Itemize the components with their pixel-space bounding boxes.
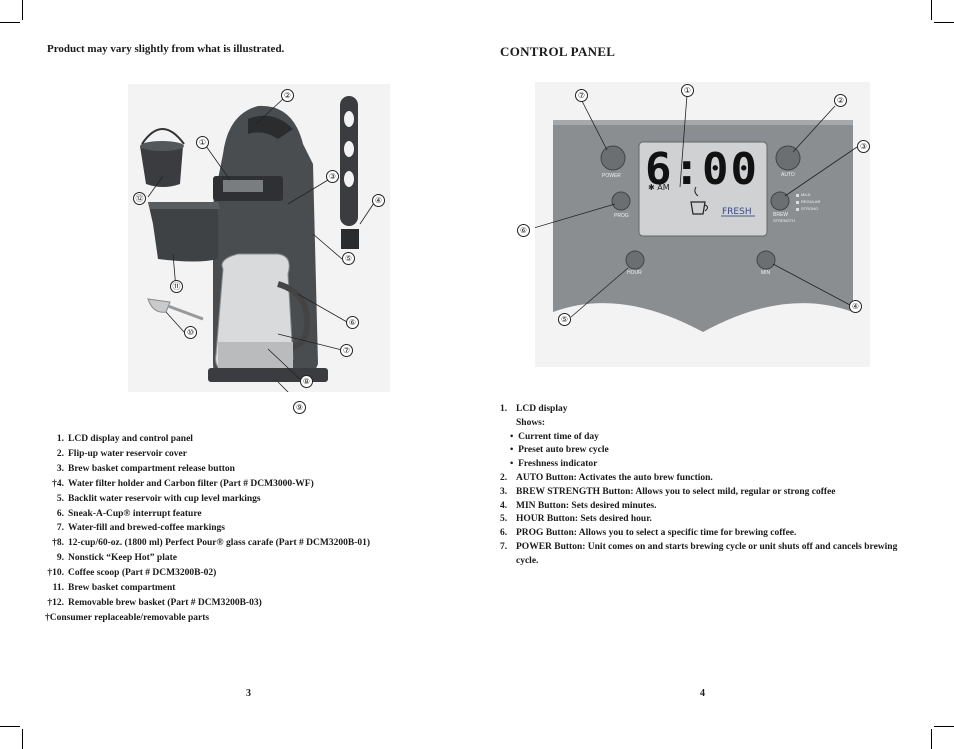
page-number: 4 bbox=[700, 688, 705, 699]
list-item: †8.12-cup/60-oz. (1800 ml) Perfect Pour®… bbox=[52, 538, 371, 549]
control-panel-drawing bbox=[526, 94, 858, 332]
callout-4: ④ bbox=[849, 300, 862, 313]
list-item: 9.Nonstick “Keep Hot” plate bbox=[56, 553, 177, 564]
lcd-fresh-indicator: FRESH bbox=[722, 207, 752, 217]
list-item: 2.AUTO Button: Activates the auto brew f… bbox=[500, 472, 713, 483]
callout-1: ① bbox=[196, 136, 209, 149]
hour-label: HOUR bbox=[627, 270, 642, 276]
crop-mark bbox=[934, 22, 954, 23]
callout-5: ⑤ bbox=[342, 252, 355, 265]
callout-1: ① bbox=[681, 84, 694, 97]
control-panel-list: 1.LCD display Shows: • Current time of d… bbox=[500, 403, 920, 569]
min-label: MIN bbox=[761, 270, 771, 276]
callout-9: ⑨ bbox=[293, 401, 306, 414]
crop-mark bbox=[931, 729, 932, 749]
list-bullet: • Preset auto brew cycle bbox=[510, 445, 609, 456]
strength-mild: MILD bbox=[801, 192, 811, 197]
illustration-note: Product may vary slightly from what is i… bbox=[47, 43, 285, 55]
callout-6: ⑥ bbox=[346, 316, 359, 329]
list-subheading: Shows: bbox=[516, 417, 546, 428]
callout-4: ④ bbox=[372, 194, 385, 207]
list-item: 3.BREW STRENGTH Button: Allows you to se… bbox=[500, 486, 836, 497]
callout-6: ⑥ bbox=[517, 224, 530, 237]
prog-label: PROG bbox=[614, 213, 629, 219]
callout-3: ③ bbox=[326, 170, 339, 183]
list-item: 5.Backlit water reservoir with cup level… bbox=[56, 493, 261, 504]
list-item: 6.PROG Button: Allows you to select a sp… bbox=[500, 528, 797, 539]
list-item: †4.Water filter holder and Carbon filter… bbox=[52, 478, 314, 489]
list-item: †10.Coffee scoop (Part # DCM3200B-02) bbox=[47, 568, 217, 579]
callout-8: ⑧ bbox=[300, 375, 313, 388]
coffeemaker-illustration: ② ① ③ ④ ⑤ ⑥ ⑦ ⑧ ⑩ ⑪ ⑫ bbox=[128, 84, 390, 405]
list-bullet: • Freshness indicator bbox=[510, 459, 598, 470]
list-item: 5.HOUR Button: Sets desired hour. bbox=[500, 514, 652, 525]
list-item: 2.Flip-up water reservoir cover bbox=[56, 448, 187, 459]
strength-regular: REGULAR bbox=[801, 199, 821, 204]
callout-7: ⑦ bbox=[340, 344, 353, 357]
callout-2: ② bbox=[834, 94, 847, 107]
list-item: 4.MIN Button: Sets desired minutes. bbox=[500, 500, 657, 511]
page-number: 3 bbox=[246, 688, 251, 699]
crop-mark bbox=[934, 726, 954, 727]
callout-3: ③ bbox=[857, 140, 870, 153]
crop-mark bbox=[0, 22, 20, 23]
list-item: †12.Removable brew basket (Part # DCM320… bbox=[47, 597, 262, 608]
list-item: 1.LCD display bbox=[500, 404, 568, 414]
lcd-am: ✱ AM bbox=[648, 183, 670, 192]
coffeemaker-drawing bbox=[140, 96, 375, 405]
list-item: 7.Water-fill and brewed-coffee markings bbox=[56, 523, 225, 534]
lcd-time: 6:00 bbox=[645, 144, 759, 195]
crop-mark bbox=[931, 0, 932, 20]
page-title: CONTROL PANEL bbox=[500, 44, 616, 59]
power-label: POWER bbox=[602, 173, 621, 179]
strength-label: STRENGTH bbox=[773, 218, 795, 223]
parts-list: 1.LCD display and control panel 2.Flip-u… bbox=[30, 432, 450, 626]
list-item: 7.POWER Button: Unit comes on and starts… bbox=[500, 541, 898, 566]
crop-mark bbox=[22, 729, 23, 749]
auto-label: AUTO bbox=[781, 172, 795, 178]
callout-10: ⑩ bbox=[184, 326, 197, 339]
list-item: 6.Sneak-A-Cup® interrupt feature bbox=[56, 508, 202, 519]
callout-2: ② bbox=[281, 89, 294, 102]
list-item: 1.LCD display and control panel bbox=[56, 434, 193, 444]
callout-7: ⑦ bbox=[575, 89, 588, 102]
list-item: 3.Brew basket compartment release button bbox=[56, 463, 235, 474]
callout-5: ⑤ bbox=[558, 313, 571, 326]
crop-mark bbox=[22, 0, 23, 20]
callout-11: ⑪ bbox=[170, 280, 183, 293]
crop-mark bbox=[0, 726, 20, 727]
list-bullet: • Current time of day bbox=[510, 431, 599, 442]
strength-strong: STRONG bbox=[801, 206, 819, 211]
brew-label: BREW bbox=[773, 212, 788, 218]
footnote: †Consumer replaceable/removable parts bbox=[45, 612, 210, 623]
callout-12: ⑫ bbox=[133, 192, 146, 205]
control-panel-illustration: 6:00 ✱ AM FRESH POWER AUTO PROG BREW STR… bbox=[526, 82, 870, 367]
list-item: 11.Brew basket compartment bbox=[52, 583, 176, 594]
